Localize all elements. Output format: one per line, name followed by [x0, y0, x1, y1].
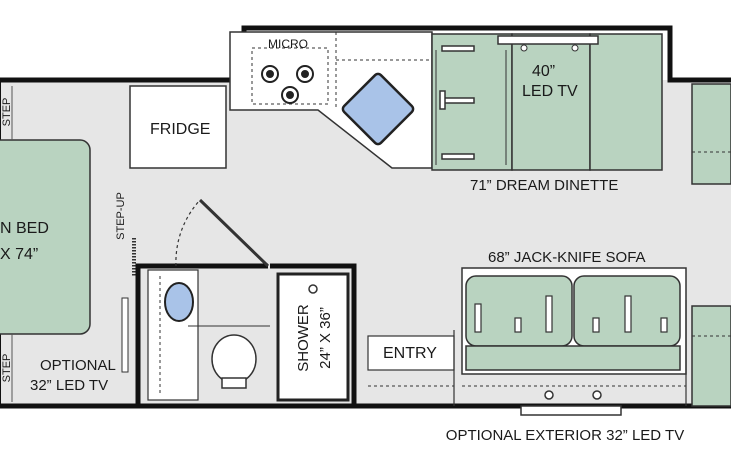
bathroom-door	[198, 198, 270, 268]
right-cabinet-bottom	[691, 305, 731, 407]
kitchen-sink	[341, 72, 415, 146]
tv-40-size: 40”	[532, 63, 555, 80]
optional-tv-label-2: 32” LED TV	[30, 377, 108, 394]
fridge-label: FRIDGE	[150, 121, 210, 138]
tv-40-mount	[497, 35, 599, 45]
entry-label: ENTRY	[383, 345, 437, 362]
exterior-tv-label: OPTIONAL EXTERIOR 32” LED TV	[446, 427, 684, 444]
sofa-label: 68” JACK-KNIFE SOFA	[488, 249, 646, 266]
toilet	[211, 334, 257, 384]
step-top-label: STEP	[1, 98, 13, 127]
shower-drain	[308, 284, 318, 294]
micro-label: MICRO	[268, 37, 308, 51]
optional-tv-label-1: OPTIONAL	[40, 357, 116, 374]
bed-label: N BED	[0, 220, 49, 237]
sofa-straps	[474, 295, 668, 333]
optional-tv-mount	[121, 297, 129, 373]
bathroom-sink	[164, 282, 194, 322]
dinette-label: 71” DREAM DINETTE	[470, 177, 618, 194]
bathroom-walls	[135, 263, 357, 406]
dinette-straps	[439, 45, 475, 160]
tv-40-label: LED TV	[522, 83, 578, 100]
step-up-label: STEP-UP	[115, 192, 127, 240]
bed	[0, 139, 91, 335]
right-cabinet-top	[691, 83, 731, 185]
bed-size: X 74”	[0, 246, 38, 263]
shower-size: 24” X 36”	[317, 307, 334, 369]
fridge	[129, 85, 227, 169]
shower	[276, 272, 350, 402]
entry-step	[367, 335, 455, 371]
step-bottom-label: STEP	[1, 354, 13, 383]
shower-label: SHOWER	[295, 304, 312, 372]
jack-knife-sofa	[461, 267, 687, 375]
exterior-tv-mount	[520, 405, 622, 416]
dream-dinette	[431, 33, 663, 171]
stove-burners	[261, 65, 314, 104]
bathroom-door-swing	[175, 199, 201, 267]
